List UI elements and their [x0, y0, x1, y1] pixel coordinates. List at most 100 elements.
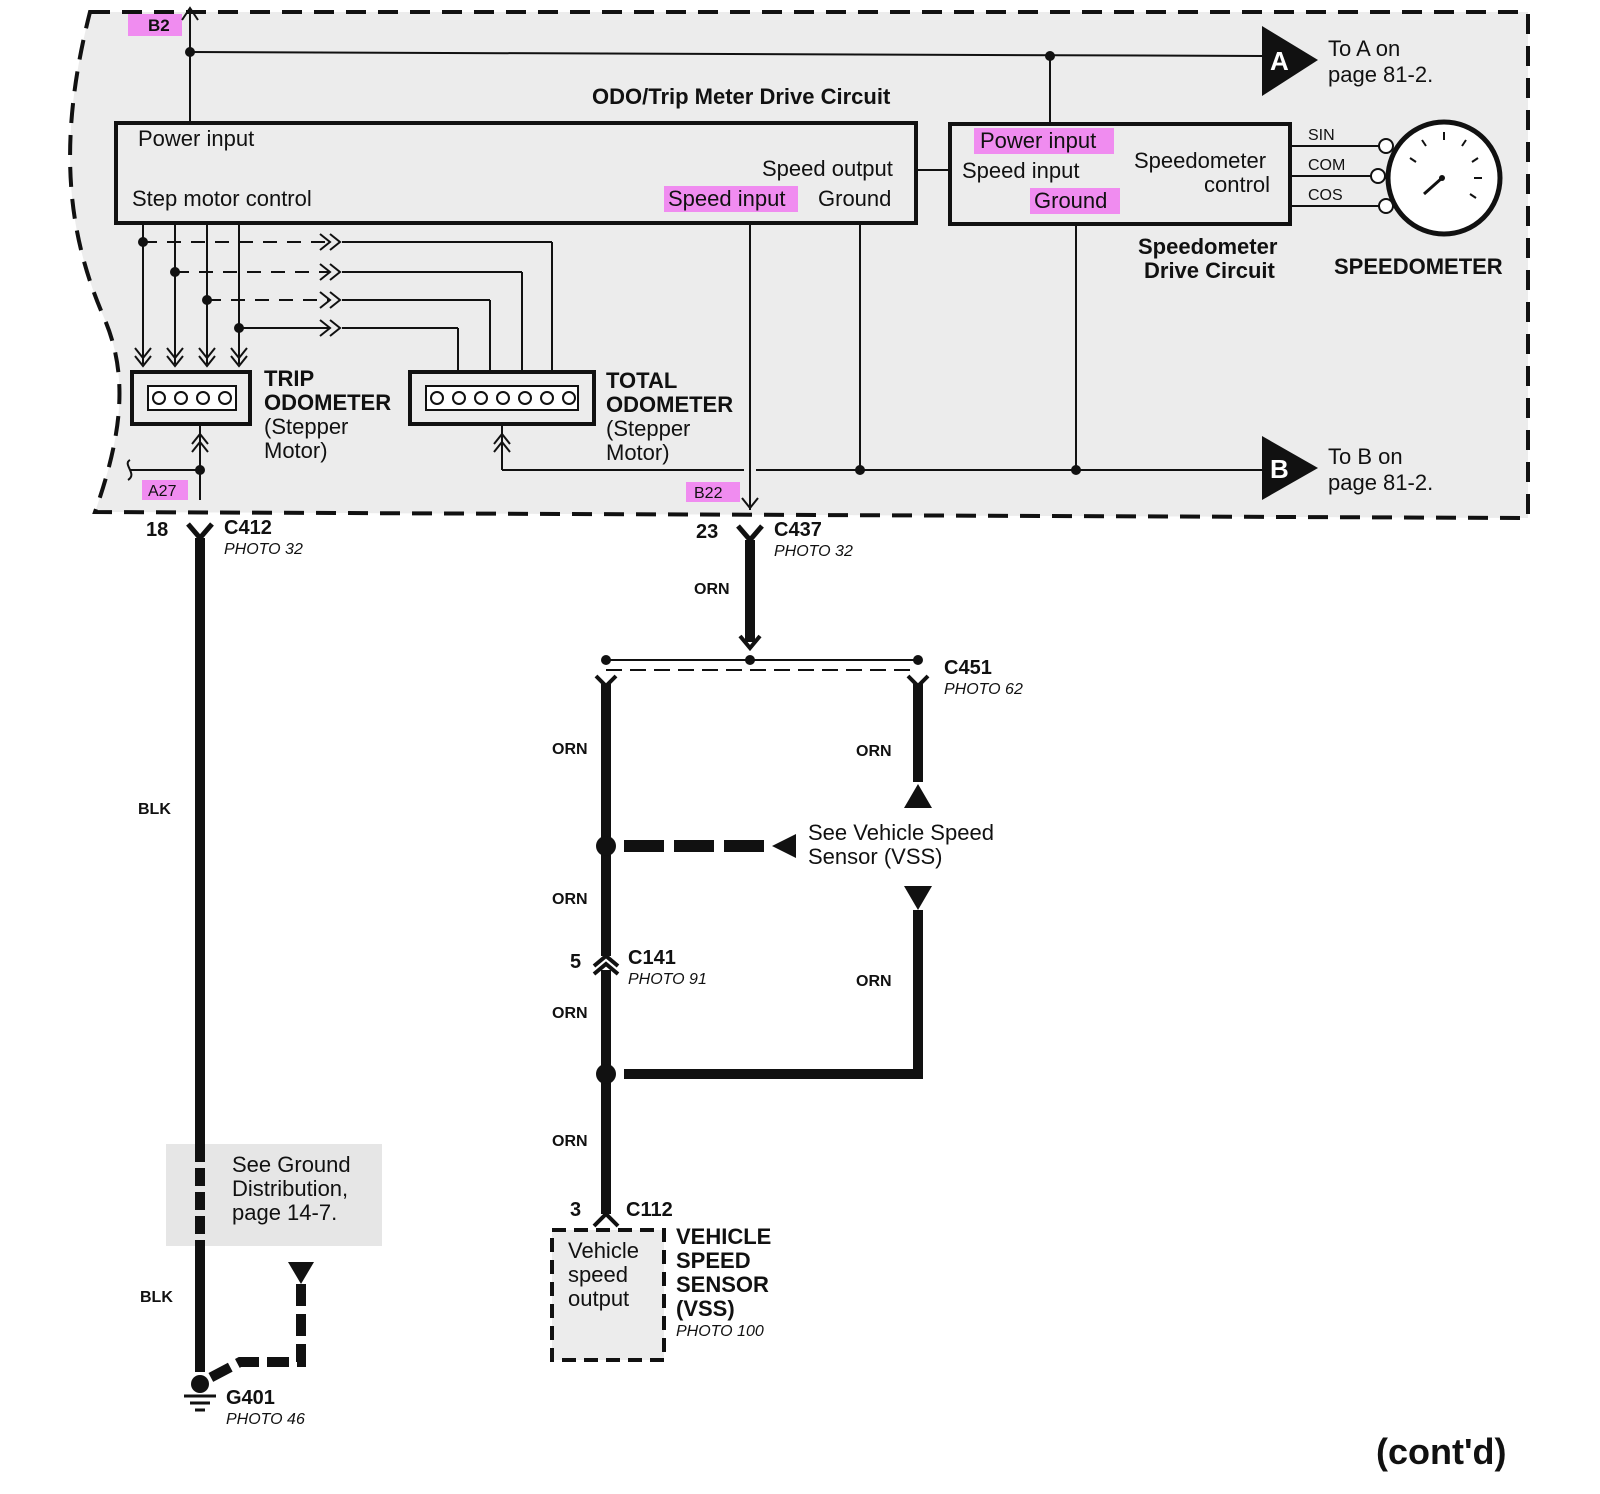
to-a-letter: A: [1270, 46, 1289, 76]
a27-highlight: [142, 480, 188, 500]
to-a-text-1: To A on: [1328, 36, 1400, 61]
vss-box-3: output: [568, 1286, 629, 1311]
total-label-2: ODOMETER: [606, 392, 733, 417]
step-splice-2: [170, 267, 180, 277]
c112-pin: 3: [570, 1199, 581, 1221]
see-vss-2[interactable]: Sensor (VSS): [808, 844, 943, 869]
g401-label: G401: [226, 1387, 275, 1409]
orn-right-lower: ORN: [856, 973, 892, 990]
trip-label-1: TRIP: [264, 366, 314, 391]
c141-connector-icon: [592, 953, 620, 976]
c437-photo: PHOTO 32: [774, 543, 853, 560]
spd-ground: Ground: [1034, 188, 1107, 213]
vss-box: [550, 1228, 666, 1362]
spd-drive-2: Drive Circuit: [1144, 258, 1275, 283]
speedometer-gauge-icon: [1385, 119, 1503, 237]
com-label: COM: [1308, 157, 1345, 174]
step-splice-3: [202, 295, 212, 305]
c412-connector-icon: [186, 522, 214, 542]
vss-splice-upper: [596, 836, 616, 856]
vss-photo: PHOTO 100: [676, 1323, 764, 1340]
power-bus-wire: [189, 51, 1263, 57]
odo-power-input: Power input: [138, 126, 254, 151]
orn-left-lower: ORN: [552, 1005, 588, 1022]
g401-dashed-wire: [203, 1284, 306, 1385]
see-vss-1[interactable]: See Vehicle Speed: [808, 820, 994, 845]
contd-label: (cont'd): [1376, 1431, 1507, 1472]
vss-box-2: speed: [568, 1262, 628, 1287]
total-label-3: (Stepper: [606, 416, 690, 441]
odo-speed-input: Speed input: [668, 186, 785, 211]
spd-power-input-highlight: [974, 128, 1114, 154]
step-motor-wires: [134, 224, 553, 372]
trip-odometer-icon: [130, 370, 252, 426]
spd-ground-highlight: [1030, 188, 1120, 214]
c141-photo: PHOTO 91: [628, 971, 707, 988]
odo-title: ODO/Trip Meter Drive Circuit: [592, 84, 891, 109]
trip-label-3: (Stepper: [264, 414, 348, 439]
orn-right-upper: ORN: [856, 743, 892, 760]
spd-speed-input: Speed input: [962, 158, 1079, 183]
c141-label: C141: [628, 947, 676, 969]
b2-arrow: [181, 6, 199, 21]
spd-drive-1: Speedometer: [1138, 234, 1278, 259]
cos-label: COS: [1308, 187, 1343, 204]
odo-speed-output: Speed output: [762, 156, 893, 181]
c451-dot-right: [913, 655, 923, 665]
speedometer-label: SPEEDOMETER: [1334, 254, 1503, 279]
c437-lower-end: [738, 634, 762, 652]
step-splice-1: [138, 237, 148, 247]
g401-arrow-icon: [288, 1262, 314, 1284]
spd-power-input: Power input: [980, 128, 1096, 153]
odo-ground: Ground: [818, 186, 891, 211]
vss-arrow-down-icon: [904, 886, 932, 910]
c451-label: C451: [944, 657, 992, 679]
ground-splice-odo: [855, 465, 865, 475]
sin-terminal: [1378, 138, 1394, 154]
vss-label-1: VEHICLE: [676, 1224, 771, 1249]
ground-symbol-icon: [184, 1375, 216, 1412]
sin-label: SIN: [1308, 127, 1335, 144]
spd-control-2: control: [1204, 172, 1270, 197]
to-a-text-2: page 81-2.: [1328, 62, 1433, 87]
vss-label-4: (VSS): [676, 1296, 735, 1321]
total-label-4: Motor): [606, 440, 670, 465]
to-b-letter: B: [1270, 454, 1289, 484]
c451-dot-left: [601, 655, 611, 665]
c437-connector-icon: [736, 524, 764, 544]
orn-left-bottom: ORN: [552, 1133, 588, 1150]
com-terminal: [1370, 168, 1386, 184]
odo-step-motor: Step motor control: [132, 186, 312, 211]
blk-label-lower: BLK: [140, 1289, 173, 1306]
step-splice-4: [234, 323, 244, 333]
see-ground-2[interactable]: Distribution,: [232, 1176, 348, 1201]
c437-pin: 23: [696, 521, 718, 543]
c451-dot-mid: [745, 655, 755, 665]
vss-arrow-up-icon: [904, 784, 932, 808]
vss-box-1: Vehicle: [568, 1238, 639, 1263]
vss-label-2: SPEED: [676, 1248, 751, 1273]
b2-highlight: [128, 14, 182, 36]
vss-arrow-left-icon: [772, 834, 796, 858]
g401-photo: PHOTO 46: [226, 1411, 305, 1428]
b2-label: B2: [148, 16, 170, 35]
total-label-1: TOTAL: [606, 368, 677, 393]
total-odometer-icon: [408, 370, 596, 426]
to-a-arrow-icon[interactable]: [1262, 26, 1318, 96]
to-b-text-1: To B on: [1328, 444, 1403, 469]
c412-label: C412: [224, 517, 272, 539]
see-ground-3[interactable]: page 14-7.: [232, 1200, 337, 1225]
to-b-arrow-icon[interactable]: [1262, 436, 1318, 500]
b22-highlight: [686, 482, 740, 502]
trip-label-4: Motor): [264, 438, 328, 463]
see-ground-1[interactable]: See Ground: [232, 1152, 351, 1177]
power-bus-splice: [185, 47, 195, 57]
to-b-text-2: page 81-2.: [1328, 470, 1433, 495]
c141-pin: 5: [570, 951, 581, 973]
c112-connector-icon: [592, 1211, 620, 1228]
ground-bus-wires: [126, 224, 1262, 510]
c437-label: C437: [774, 519, 822, 541]
vss-splice-lower: [596, 1064, 616, 1084]
spd-control-1: Speedometer: [1134, 148, 1266, 173]
